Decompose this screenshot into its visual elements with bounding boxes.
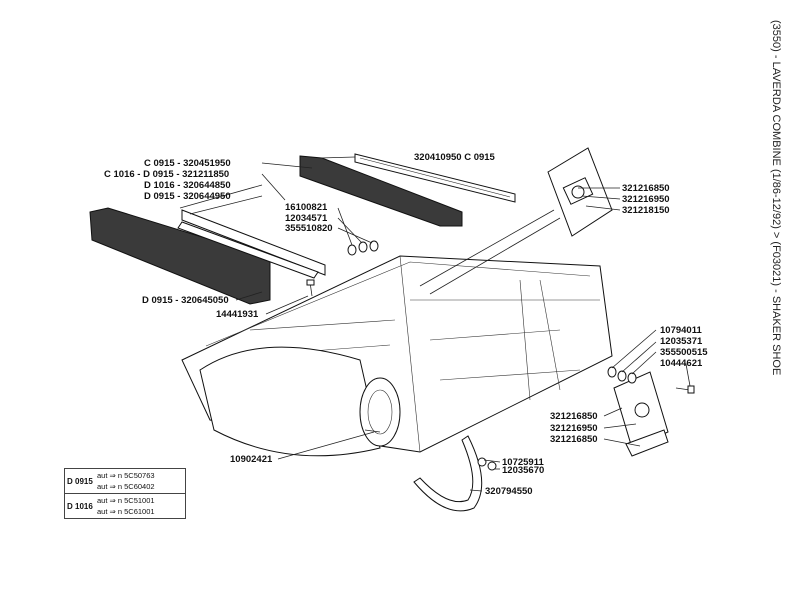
legend-line: aut ⇒ n 5C50763 bbox=[97, 471, 155, 480]
bearing-plate-lower bbox=[613, 371, 669, 457]
washers-upper bbox=[347, 240, 379, 256]
label-321216950-top: 321216950 bbox=[622, 194, 670, 205]
curved-arm-320794550 bbox=[413, 435, 497, 512]
label-10444621: 10444621 bbox=[660, 358, 703, 369]
label-321218150: 321218150 bbox=[622, 205, 670, 216]
legend-line: aut ⇒ n 5C51001 bbox=[97, 496, 155, 505]
label-12034571: 12034571 bbox=[285, 213, 328, 224]
bearing-plate-upper bbox=[547, 147, 613, 237]
legend-row: D 1016 aut ⇒ n 5C51001 aut ⇒ n 5C61001 bbox=[65, 494, 185, 518]
label-c1016-d0915-321211850: C 1016 - D 0915 - 321211850 bbox=[104, 169, 229, 180]
legend-line: aut ⇒ n 5C61001 bbox=[97, 507, 155, 516]
label-321216850-mid: 321216850 bbox=[550, 411, 598, 422]
label-14441931: 14441931 bbox=[216, 309, 259, 320]
label-d0915-320644950: D 0915 - 320644950 bbox=[144, 191, 231, 202]
legend-line: aut ⇒ n 5C60402 bbox=[97, 482, 155, 491]
legend-code: D 1016 bbox=[67, 501, 93, 511]
label-320794550: 320794550 bbox=[485, 486, 533, 497]
label-12035371: 12035371 bbox=[660, 336, 703, 347]
label-321216850-top: 321216850 bbox=[622, 183, 670, 194]
washers-right bbox=[607, 366, 637, 384]
fan-drum bbox=[199, 346, 401, 457]
label-d0915-320645050: D 0915 - 320645050 bbox=[142, 295, 229, 306]
label-321216850-low: 321216850 bbox=[550, 434, 598, 445]
label-355510820: 355510820 bbox=[285, 223, 333, 234]
label-10902421: 10902421 bbox=[230, 454, 273, 465]
label-321216950-mid: 321216950 bbox=[550, 423, 598, 434]
rear-shield-upper bbox=[299, 153, 516, 227]
legend-code: D 0915 bbox=[67, 476, 93, 486]
legend-row: D 0915 aut ⇒ n 5C50763 aut ⇒ n 5C60402 bbox=[65, 469, 185, 494]
leader-lines bbox=[179, 156, 691, 492]
bolt-14441931 bbox=[306, 279, 315, 297]
label-d1016-320644850: D 1016 - 320644850 bbox=[144, 180, 231, 191]
part-labels: C 0915 - 320451950 C 1016 - D 0915 - 321… bbox=[104, 152, 708, 497]
label-c0915-320451950: C 0915 - 320451950 bbox=[144, 158, 231, 169]
bolt-10444621 bbox=[675, 385, 695, 394]
label-320410950-c0915: 320410950 C 0915 bbox=[414, 152, 496, 163]
label-355500515: 355500515 bbox=[660, 347, 708, 358]
page-title: (3550) - LAVERDA COMBINE (1/86-12/92) > … bbox=[770, 20, 782, 376]
side-shield-lower bbox=[89, 207, 326, 305]
label-10725911: 10725911 bbox=[502, 457, 544, 468]
serial-number-legend: D 0915 aut ⇒ n 5C50763 aut ⇒ n 5C60402 D… bbox=[64, 468, 186, 519]
label-12035670: 12035670 bbox=[502, 465, 544, 476]
label-10794011: 10794011 bbox=[660, 325, 702, 336]
label-16100821: 16100821 bbox=[285, 202, 328, 213]
